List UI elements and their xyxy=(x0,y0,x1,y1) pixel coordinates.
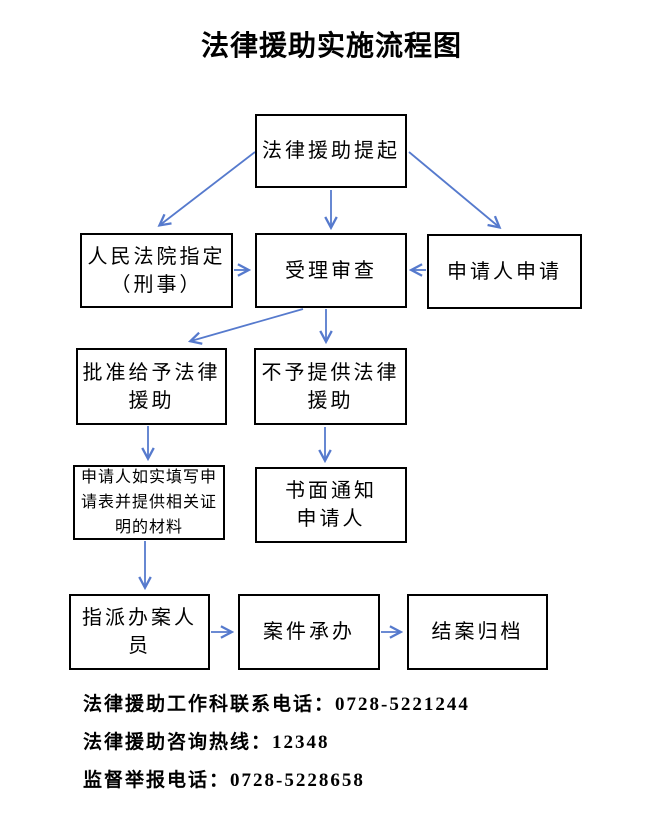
flow-node-approve-legal-aid: 批准给予法律 援助 xyxy=(76,348,227,425)
flow-node-case-closing-archive: 结案归档 xyxy=(407,594,548,670)
flow-node-assign-case-handler: 指派办案人员 xyxy=(69,594,210,670)
flow-node-court-designation-criminal: 人民法院指定 （刑事） xyxy=(80,233,233,308)
contact-info: 法律援助工作科联系电话：0728-5221244 法律援助咨询热线：12348 … xyxy=(83,694,623,808)
contact-work-phone: 法律援助工作科联系电话：0728-5221244 xyxy=(83,694,470,715)
flow-node-acceptance-review: 受理审查 xyxy=(255,233,407,308)
flow-node-applicant-application: 申请人申请 xyxy=(427,234,582,309)
flow-node-fill-application-form: 申请人如实填写申 请表并提供相关证 明的材料 xyxy=(73,465,225,540)
arrow-initiate-to-applicant xyxy=(408,151,499,227)
contact-report-phone: 监督举报电话：0728-5228658 xyxy=(83,770,365,791)
page-title: 法律援助实施流程图 xyxy=(200,30,462,61)
flow-node-deny-legal-aid: 不予提供法律 援助 xyxy=(254,348,407,425)
flow-node-case-handling: 案件承办 xyxy=(238,594,380,670)
flow-node-legal-aid-initiation: 法律援助提起 xyxy=(255,114,407,188)
arrow-initiate-to-court xyxy=(160,151,256,225)
arrow-review-to-approve xyxy=(191,308,304,341)
flow-node-written-notice: 书面通知 申请人 xyxy=(255,467,407,543)
contact-hotline: 法律援助咨询热线：12348 xyxy=(83,732,330,753)
